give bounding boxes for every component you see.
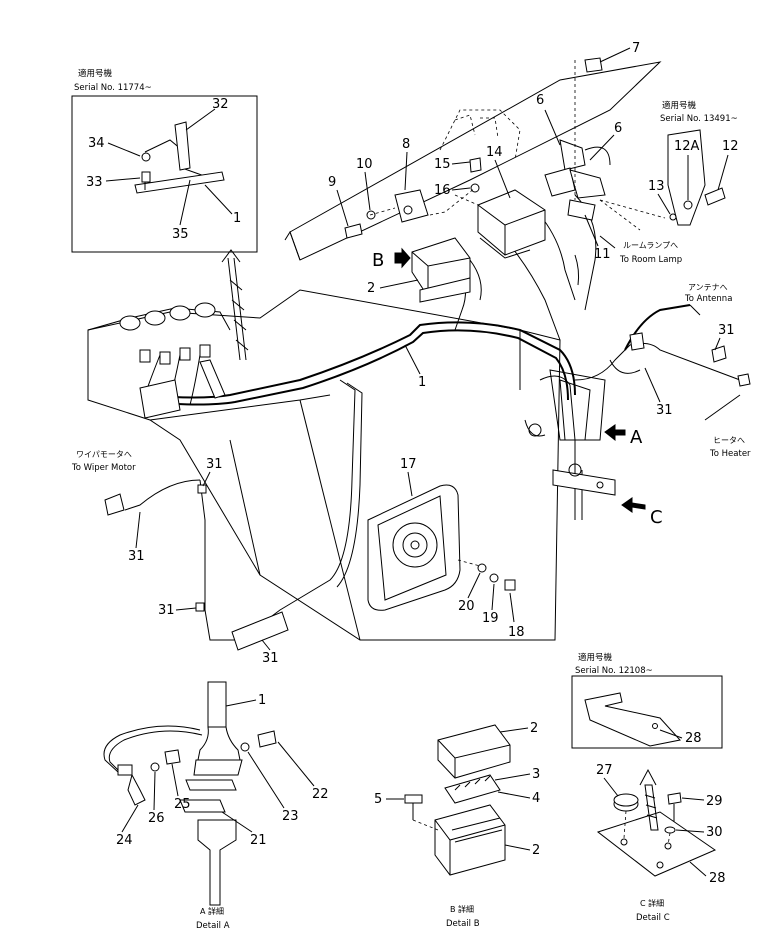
callout-31-right-mid: 31 <box>656 403 673 418</box>
callout-18: 18 <box>508 625 525 640</box>
callout-8: 8 <box>402 137 410 152</box>
detail-c-inset-serial: Serial No. 12108~ <box>575 666 653 676</box>
detail-a-23: 23 <box>282 809 299 824</box>
callout-6-right: 6 <box>614 121 622 136</box>
detail-a-1: 1 <box>258 693 266 708</box>
inset-11774-jp: 適用号機 <box>78 68 113 79</box>
detail-c-en: Detail C <box>636 913 670 923</box>
inset-13491-jp: 適用号機 <box>662 100 697 111</box>
callout-9: 9 <box>328 175 336 190</box>
detail-a-22: 22 <box>312 787 329 802</box>
callout-32: 32 <box>212 97 229 112</box>
detail-b-jp: B 詳細 <box>450 904 474 914</box>
callout-31-wiper-bottom: 31 <box>128 549 145 564</box>
detail-a: 1 22 23 25 26 21 24 A 詳細 Detail A <box>103 681 329 931</box>
detail-a-en: Detail A <box>196 921 230 931</box>
detail-a-21: 21 <box>250 833 267 848</box>
detail-c-jp: C 詳細 <box>640 898 664 908</box>
detail-b: 2 3 4 5 2 B 詳細 Detail B <box>374 721 540 929</box>
callout-31-right-top: 31 <box>718 323 735 338</box>
callout-14: 14 <box>486 145 503 160</box>
callout-31-left: 31 <box>158 603 175 618</box>
heater-en: To Heater <box>709 449 751 459</box>
callout-35: 35 <box>172 227 189 242</box>
view-marker-a: A <box>630 427 643 448</box>
callout-31-bottom: 31 <box>262 651 279 666</box>
detail-b-2-top: 2 <box>530 721 538 736</box>
detail-b-2-bottom: 2 <box>532 843 540 858</box>
detail-b-en: Detail B <box>446 919 480 929</box>
detail-c-inset-jp: 適用号機 <box>578 652 613 663</box>
inset-serial-11774: 適用号機 Serial No. 11774~ 32 34 33 35 1 <box>71 68 258 253</box>
main-callouts: 7 6 6 8 10 9 15 16 14 12A 12 13 11 2 1 3… <box>128 41 739 666</box>
inset-13491-serial: Serial No. 13491~ <box>660 114 738 124</box>
detail-c: 適用号機 Serial No. 12108~ 28 27 29 30 28 C … <box>571 652 726 923</box>
callout-19: 19 <box>482 611 499 626</box>
detail-c-29: 29 <box>706 794 723 809</box>
detail-b-5: 5 <box>374 792 382 807</box>
top-components <box>344 57 611 303</box>
callout-15: 15 <box>434 157 451 172</box>
callout-6-left: 6 <box>536 93 544 108</box>
heater-jp: ヒータへ <box>713 436 745 445</box>
view-arrows: B A C <box>372 247 663 528</box>
detail-c-28: 28 <box>709 871 726 886</box>
detail-c-inset-28: 28 <box>685 731 702 746</box>
destination-labels: ルームランプへ To Room Lamp アンテナへ To Antenna ヒー… <box>71 235 751 473</box>
callout-7: 7 <box>632 41 640 56</box>
antenna-en: To Antenna <box>684 294 732 304</box>
wiper-en: To Wiper Motor <box>71 463 136 473</box>
view-marker-b: B <box>372 250 384 271</box>
detail-a-24: 24 <box>116 833 133 848</box>
callout-2-top: 2 <box>367 281 375 296</box>
callout-20: 20 <box>458 599 475 614</box>
callout-17: 17 <box>400 457 417 472</box>
detail-a-jp: A 詳細 <box>200 906 224 916</box>
callout-1-main: 1 <box>418 375 426 390</box>
detail-b-4: 4 <box>532 791 540 806</box>
wiper-jp: ワイパモータへ <box>76 450 132 459</box>
callout-1-inset: 1 <box>233 211 241 226</box>
room-lamp-jp: ルームランプへ <box>623 241 678 250</box>
callout-11: 11 <box>594 247 611 262</box>
detail-c-27: 27 <box>596 763 613 778</box>
speaker-17 <box>367 484 516 611</box>
detail-a-26: 26 <box>148 811 165 826</box>
antenna-jp: アンテナへ <box>688 283 728 292</box>
callout-31-wiper-top: 31 <box>206 457 223 472</box>
detail-a-25: 25 <box>174 797 191 812</box>
room-lamp-en: To Room Lamp <box>619 255 682 265</box>
heater-bracket <box>528 369 616 496</box>
callout-13: 13 <box>648 179 665 194</box>
front-console <box>87 249 249 419</box>
view-marker-c: C <box>650 507 663 528</box>
callout-12a: 12A <box>674 139 700 154</box>
callout-16: 16 <box>434 183 451 198</box>
detail-b-3: 3 <box>532 767 540 782</box>
inset-serial-13491: 適用号機 Serial No. 13491~ <box>599 100 738 231</box>
callout-12: 12 <box>722 139 739 154</box>
callout-33: 33 <box>86 175 103 190</box>
inset-11774-serial: Serial No. 11774~ <box>74 83 152 93</box>
detail-c-30: 30 <box>706 825 723 840</box>
callout-34: 34 <box>88 136 105 151</box>
callout-10: 10 <box>356 157 373 172</box>
